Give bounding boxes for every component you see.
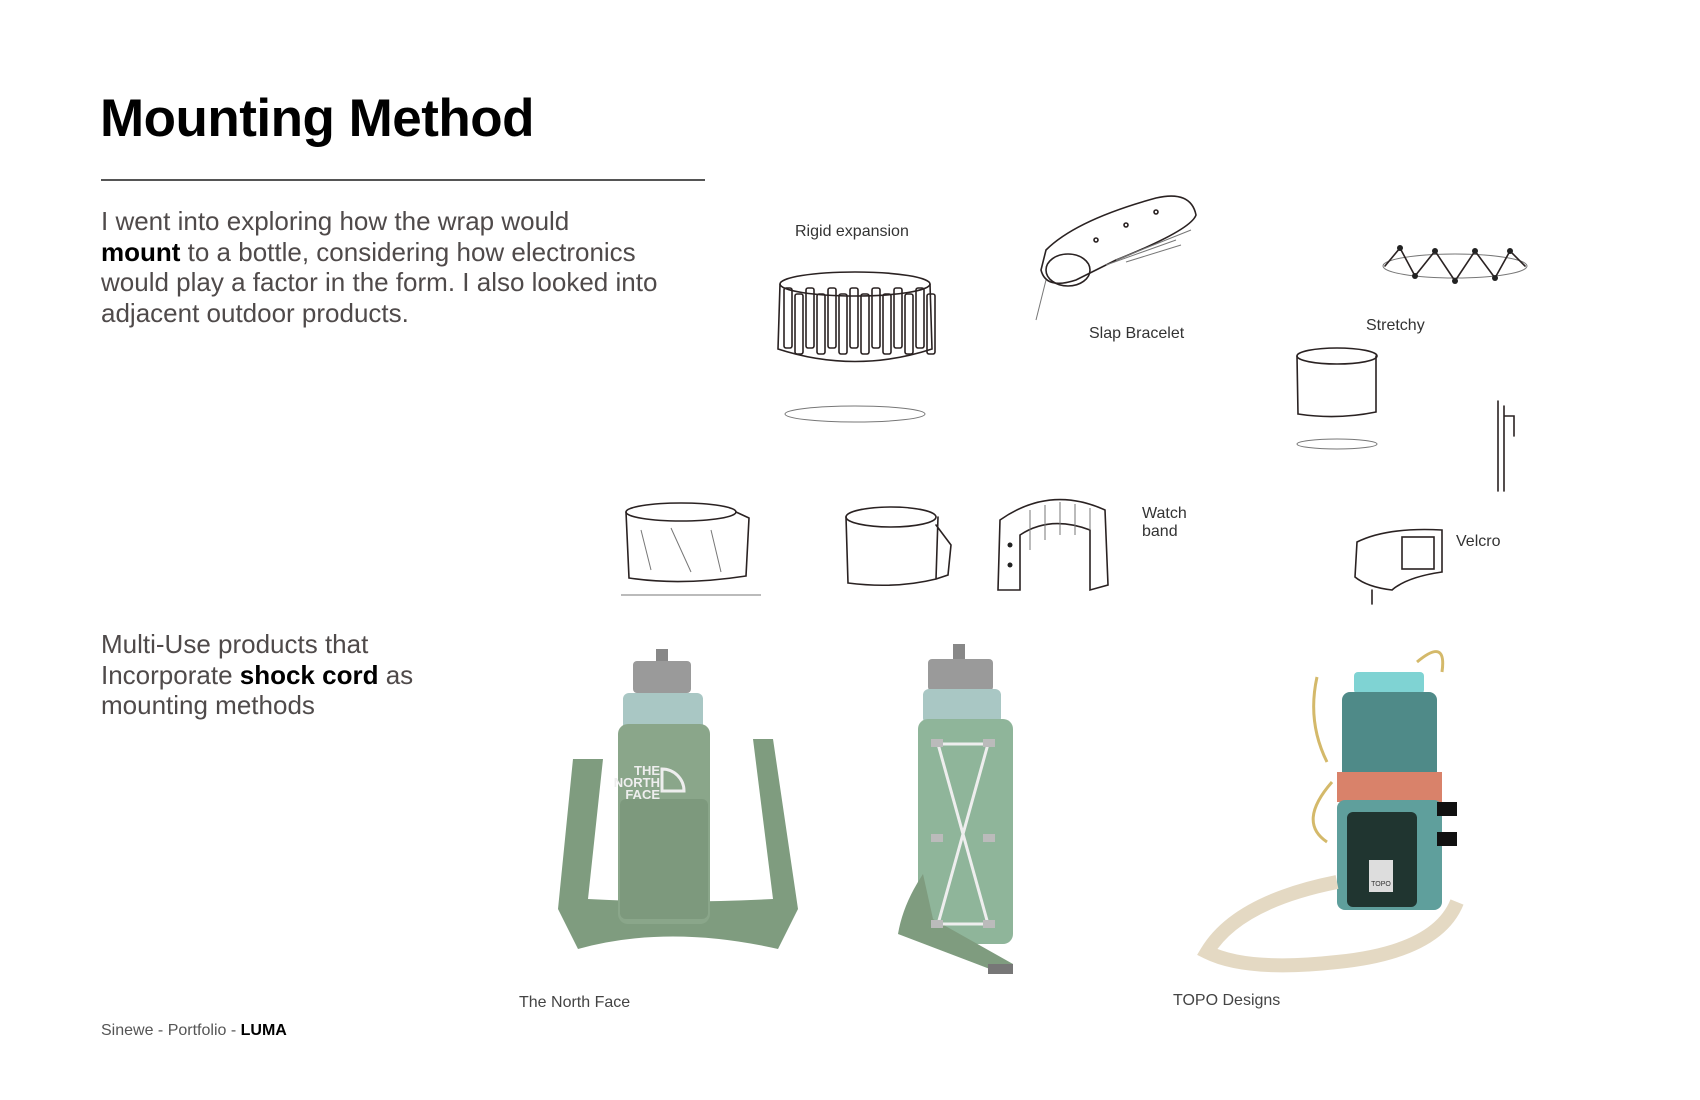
sketch-slat: [849, 287, 859, 349]
intro-line1: I went into exploring how the wrap would: [101, 206, 570, 236]
intro-bold: mount: [101, 236, 181, 267]
sketch-slat: [805, 287, 815, 349]
multi-post: as mounting methods: [101, 659, 414, 721]
page-title: Mounting Method: [100, 89, 535, 148]
sketch-slat: [860, 293, 870, 355]
multi-pre: Multi-Use products that Incorporate: [101, 629, 369, 690]
sketch-slat: [827, 287, 837, 349]
sketch-band-1: [621, 502, 761, 596]
sketch-slat: [882, 293, 892, 355]
title-divider: [101, 179, 705, 181]
intro-rest: to a bottle, considering how electronics…: [101, 236, 658, 328]
multi-bold: shock cord: [239, 659, 379, 690]
label-slap-bracelet: Slap Bracelet: [1089, 325, 1185, 342]
multi-use-paragraph: Multi-Use products that Incorporate shoc…: [101, 629, 501, 721]
footer: Sinewe - Portfolio - LUMA: [101, 1022, 287, 1040]
sketch-watch-band: [997, 498, 1109, 592]
sketch-slat: [871, 287, 881, 349]
sketch-slat: [816, 293, 826, 355]
product-image-north-face: THE NORTH FACE: [558, 649, 798, 949]
product-image-topo: TOPO: [1197, 650, 1464, 973]
sketch-velcro: [1354, 528, 1443, 605]
sketch-stretchy-cup: [1296, 347, 1378, 450]
sketch-slat: [794, 293, 804, 355]
sketch-slat: [893, 287, 903, 349]
sketch-slat: [838, 293, 848, 355]
caption-north-face: The North Face: [519, 994, 631, 1011]
topo-logo: TOPO: [1371, 881, 1391, 888]
label-velcro: Velcro: [1456, 533, 1501, 550]
product-image-shock-cord-bottle: [898, 644, 1013, 974]
footer-text: Sinewe - Portfolio -: [101, 1022, 241, 1039]
sketch-rigid-expansion: [777, 271, 936, 423]
sketch-slap-bracelet: [1035, 195, 1197, 321]
tnf-logo-line1: THE: [634, 763, 660, 778]
label-stretchy: Stretchy: [1366, 317, 1425, 334]
tnf-logo-line3: FACE: [625, 787, 660, 802]
caption-topo-designs: TOPO Designs: [1173, 992, 1281, 1009]
intro-paragraph: I went into exploring how the wrap would…: [101, 206, 661, 328]
sketch-slat: [783, 287, 793, 349]
sketch-post: [1497, 400, 1515, 492]
sketch-slat: [926, 293, 936, 355]
tnf-logo-line2: NORTH: [614, 775, 660, 790]
sketch-band-2: [845, 506, 952, 587]
sketch-slat: [915, 287, 925, 349]
sketch-slat: [904, 293, 914, 355]
label-rigid-expansion: Rigid expansion: [795, 223, 909, 240]
sketch-stretchy: [1382, 245, 1528, 284]
footer-project-name: LUMA: [240, 1022, 287, 1039]
